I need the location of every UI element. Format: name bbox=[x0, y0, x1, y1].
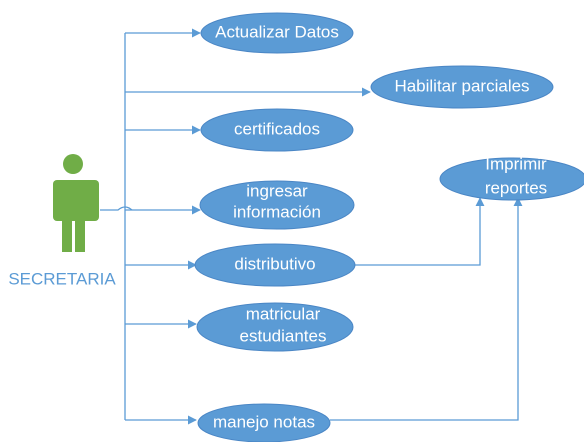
use-case-label-line1: Imprimir bbox=[485, 154, 547, 173]
use-case-certificados[interactable]: certificados bbox=[200, 108, 354, 152]
use-case-label-line2: información bbox=[233, 202, 321, 221]
arrow-manejo-imprimir bbox=[330, 197, 523, 421]
use-case-label: Habilitar parciales bbox=[394, 76, 529, 95]
use-case-label-line1: matricular bbox=[246, 304, 321, 323]
arrow-distributivo-imprimir bbox=[355, 197, 485, 266]
use-case-label: certificados bbox=[234, 119, 320, 138]
use-case-matricular[interactable]: matricular estudiantes bbox=[196, 302, 354, 352]
actor-leg-left bbox=[62, 221, 72, 252]
use-case-habilitar[interactable]: Habilitar parciales bbox=[370, 65, 554, 109]
use-case-actualizar[interactable]: Actualizar Datos bbox=[200, 12, 354, 54]
use-case-manejo[interactable]: manejo notas bbox=[197, 403, 331, 442]
actor-figure bbox=[53, 154, 99, 252]
use-case-label-line2: reportes bbox=[485, 178, 547, 197]
use-case-label: Actualizar Datos bbox=[215, 22, 339, 41]
use-case-label: distributivo bbox=[234, 254, 315, 273]
actor-body bbox=[53, 180, 99, 221]
actor-leg-right bbox=[75, 221, 85, 252]
use-case-imprimir[interactable]: Imprimir reportes bbox=[439, 154, 584, 201]
connector-actor-link bbox=[100, 206, 133, 211]
actor-head bbox=[63, 154, 83, 174]
connectors bbox=[100, 28, 523, 425]
use-case-ingresar[interactable]: ingresar información bbox=[199, 180, 355, 230]
use-case-label: manejo notas bbox=[213, 412, 315, 431]
use-case-label-line2: estudiantes bbox=[240, 326, 327, 345]
use-case-label-line1: ingresar bbox=[246, 181, 308, 200]
use-case-distributivo[interactable]: distributivo bbox=[194, 243, 356, 287]
actor-label: SECRETARIA bbox=[8, 269, 116, 288]
